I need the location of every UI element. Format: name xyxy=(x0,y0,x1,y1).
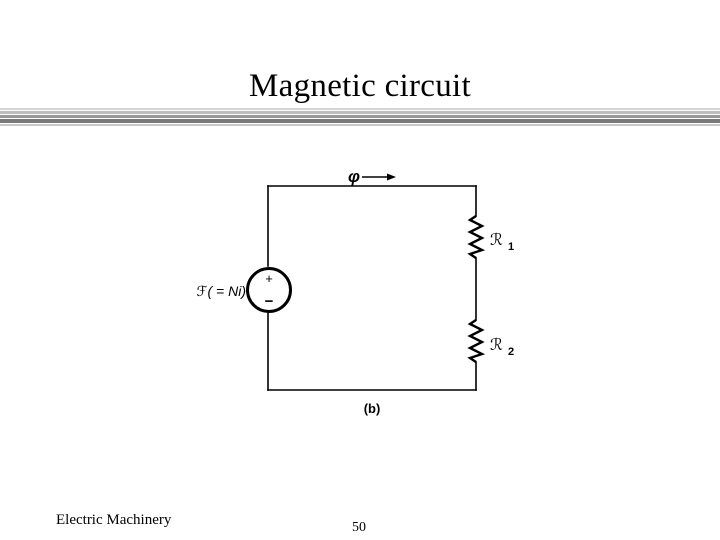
footer-page-number: 50 xyxy=(352,520,366,535)
title-divider xyxy=(0,108,720,126)
resistor-r2: ℛ 2 xyxy=(467,319,514,363)
resistor-r2-symbol: ℛ xyxy=(490,337,503,354)
resistor-r2-subscript: 2 xyxy=(508,346,514,358)
mmf-source: + − ℱ( = Ni) xyxy=(196,267,292,313)
source-minus-sign: − xyxy=(265,293,274,310)
circuit-wires xyxy=(267,185,477,391)
source-label: ℱ( = Ni) xyxy=(196,283,246,299)
slide-title: Magnetic circuit xyxy=(249,68,471,104)
flux-arrow: φ xyxy=(348,167,396,186)
resistor-r1-subscript: 1 xyxy=(508,241,514,253)
resistor-r1: ℛ 1 xyxy=(467,215,514,259)
flux-symbol: φ xyxy=(348,167,360,186)
footer-course-name: Electric Machinery xyxy=(56,512,172,528)
resistor-r1-symbol: ℛ xyxy=(490,232,503,249)
source-plus-sign: + xyxy=(265,271,273,286)
diagram-caption: (b) xyxy=(364,401,381,416)
